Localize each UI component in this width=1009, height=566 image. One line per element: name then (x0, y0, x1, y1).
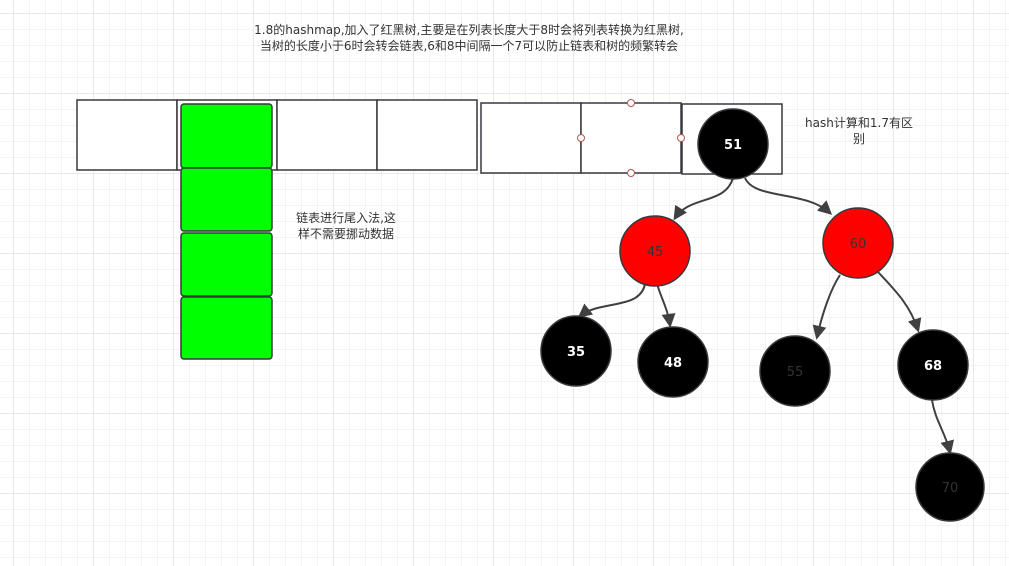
linked-list-annotation: 链表进行尾入法,这样不需要挪动数据 (296, 211, 396, 241)
bucket-cell (480, 102, 582, 174)
tree-edge (877, 271, 922, 333)
tree-edge (656, 283, 676, 328)
node-label: 70 (942, 481, 959, 496)
tree-edge (744, 177, 833, 215)
tree-edge (931, 399, 955, 455)
tree-node-51[interactable]: 51 (697, 108, 769, 180)
selection-handles[interactable] (577, 99, 685, 177)
node-label: 68 (924, 359, 942, 374)
tree-node-45[interactable]: 45 (619, 215, 691, 287)
bucket-cell (76, 99, 178, 171)
tree-node-68[interactable]: 68 (897, 329, 969, 401)
tree-node-60[interactable]: 60 (822, 207, 894, 279)
list-node (180, 232, 273, 297)
bucket-cell (376, 99, 478, 171)
tree-node-70[interactable]: 70 (915, 452, 985, 522)
node-label: 60 (850, 237, 867, 252)
linked-list (180, 103, 273, 360)
list-node (180, 167, 273, 232)
resize-handle-top[interactable] (627, 99, 635, 107)
resize-handle-left[interactable] (577, 134, 585, 142)
tree-node-35[interactable]: 35 (540, 315, 612, 387)
list-node (180, 296, 273, 360)
node-label: 48 (664, 356, 682, 371)
bucket-cell-selected[interactable] (580, 102, 682, 174)
resize-handle-bottom[interactable] (627, 169, 635, 177)
tree-edges (577, 177, 955, 455)
title-annotation: 1.8的hashmap,加入了红黑树,主要是在列表长度大于8时会将列表转换为红黑… (254, 23, 684, 53)
node-label: 51 (724, 138, 742, 153)
hash-annotation: hash计算和1.7有区别 (805, 116, 913, 146)
tree-node-55[interactable]: 55 (759, 335, 831, 407)
node-label: 45 (647, 245, 664, 260)
tree-nodes: 51 45 60 35 48 55 68 70 (540, 108, 985, 522)
tree-edge (577, 283, 646, 318)
node-label: 35 (567, 345, 585, 360)
tree-node-48[interactable]: 48 (637, 326, 709, 398)
bucket-cell (276, 99, 378, 171)
tree-edge (673, 177, 734, 221)
resize-handle-right[interactable] (677, 134, 685, 142)
list-node (180, 103, 273, 169)
tree-edge (812, 274, 841, 340)
node-label: 55 (787, 365, 804, 380)
